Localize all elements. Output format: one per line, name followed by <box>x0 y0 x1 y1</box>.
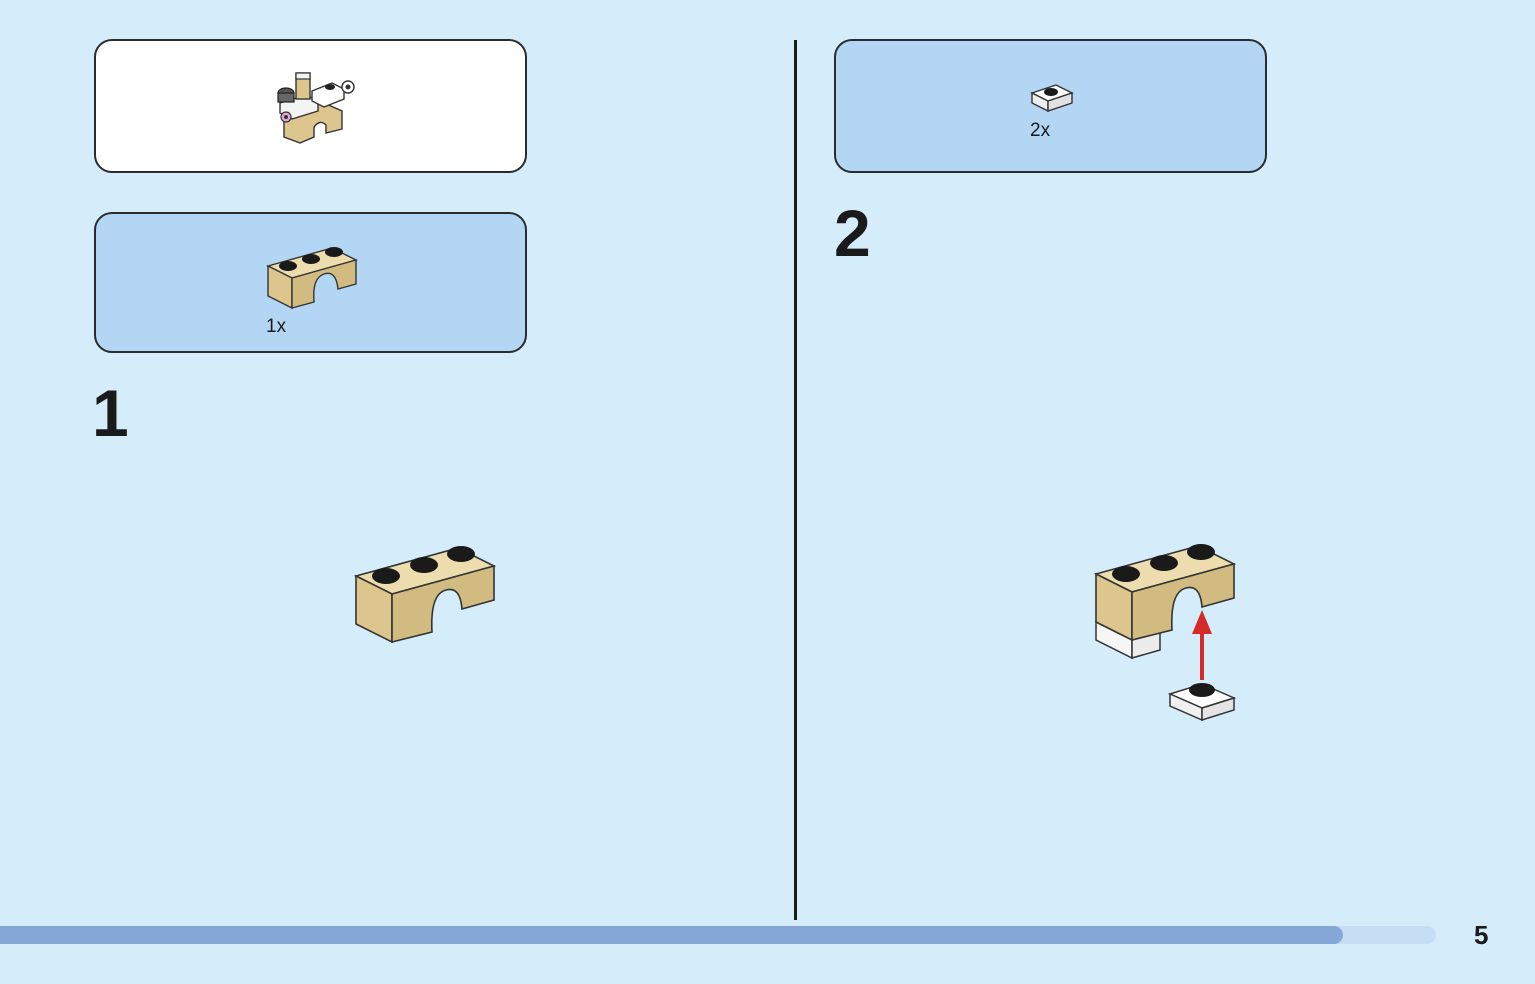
progress-bar <box>0 926 1436 944</box>
completed-model-icon <box>277 72 355 144</box>
step1-assembly-tan-arch-brick-icon <box>353 546 497 644</box>
white-plate-icon <box>1030 84 1074 113</box>
tan-arch-brick-icon <box>266 247 358 310</box>
part-quantity: 2x <box>1030 120 1051 141</box>
page-number: 5 <box>1474 920 1489 950</box>
progress-bar-fill <box>0 926 1343 944</box>
step1-parts-box: 1x <box>94 212 527 353</box>
step2-assembly-arch-with-white-plates-icon <box>1093 544 1237 722</box>
part-quantity: 1x <box>266 316 287 337</box>
completed-model-preview-box <box>94 39 527 173</box>
step-number: 1 <box>92 376 129 450</box>
page-divider <box>794 40 797 920</box>
step2-parts-box: 2x <box>834 39 1267 173</box>
step-number: 2 <box>834 196 871 270</box>
